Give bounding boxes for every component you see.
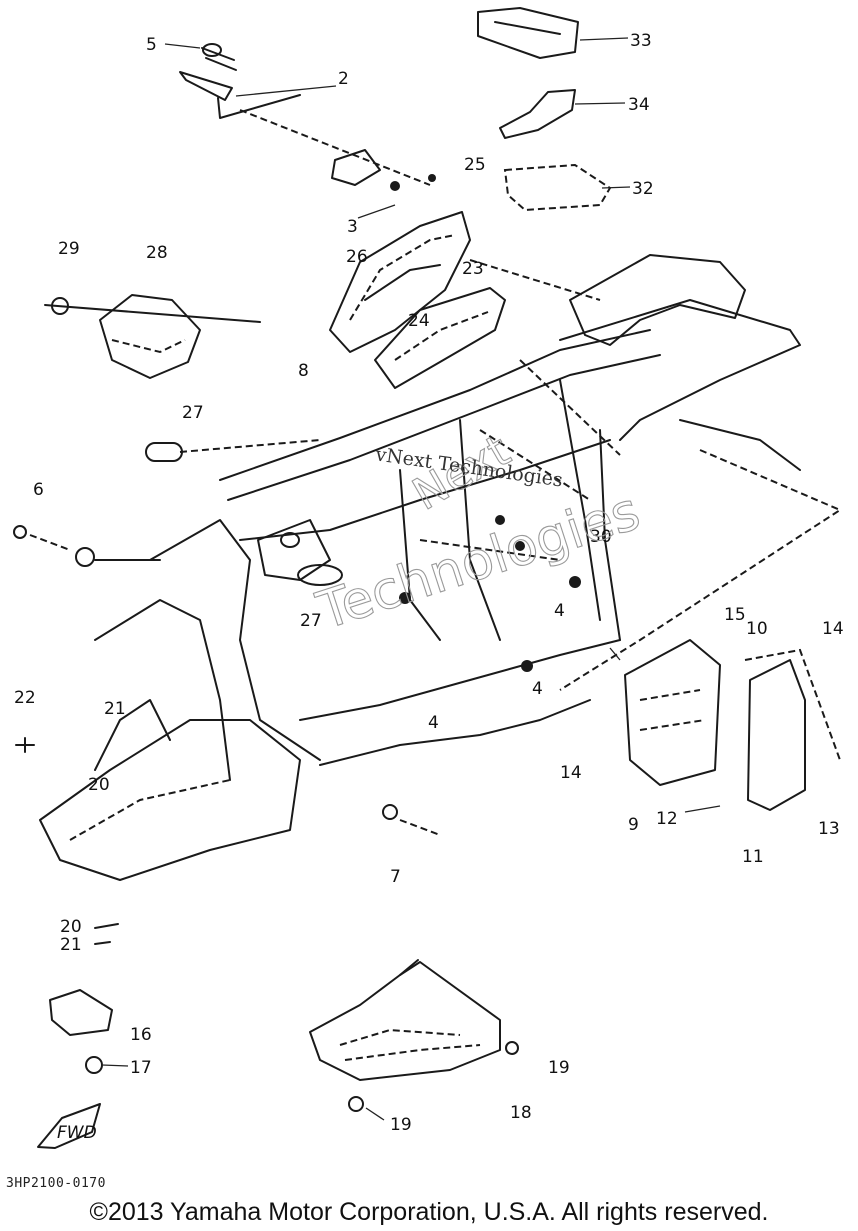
part-number-label: 28 — [146, 243, 168, 263]
part-number-label: 10 — [746, 619, 768, 639]
part-number-label: 8 — [298, 361, 309, 381]
part-number-label: 9 — [628, 815, 639, 835]
part-24-guard — [374, 287, 506, 389]
part-number-label: 17 — [130, 1058, 152, 1078]
part-number-label: 14 — [822, 619, 844, 639]
part-number-label: 19 — [390, 1115, 412, 1135]
fwd-arrow-icon: FWD — [37, 1103, 101, 1149]
part-34-bracket — [499, 89, 576, 139]
part-number-label: 2 — [338, 69, 349, 89]
part-27-collar — [145, 439, 321, 462]
part-number-label: 29 — [58, 239, 80, 259]
part-number-labels: 33 5 2 34 25 32 3 26 23 29 28 24 8 27 6 … — [14, 31, 844, 1135]
part-number-label: 26 — [346, 247, 368, 267]
part-number-label: 25 — [464, 155, 486, 175]
part-number-label: 20 — [60, 917, 82, 937]
drawing-code: 3HP2100-0170 — [6, 1176, 106, 1191]
part-19-bolts — [348, 1041, 519, 1121]
part-number-label: 32 — [632, 179, 654, 199]
part-28-mount — [44, 294, 261, 379]
part-number-label: 11 — [742, 847, 764, 867]
part-number-label: 12 — [656, 809, 678, 829]
watermark-line-2: Technologies — [310, 481, 647, 642]
copyright-notice: ©2013 Yamaha Motor Corporation, U.S.A. A… — [89, 1198, 769, 1226]
part-20-21-bolts — [94, 923, 119, 945]
part-18-skid-plate — [309, 959, 501, 1081]
part-22-bolt — [15, 737, 35, 753]
watermark: Next Technologies vNext Technologies — [309, 425, 647, 643]
part-number-label: 4 — [532, 679, 543, 699]
part-number-label: 7 — [390, 867, 401, 887]
part-number-label: 13 — [818, 819, 840, 839]
part-number-label: 20 — [88, 775, 110, 795]
part-number-label: 5 — [146, 35, 157, 55]
part-5-bolt — [201, 43, 237, 71]
part-number-label: 4 — [428, 713, 439, 733]
part-number-label: 33 — [630, 31, 652, 51]
part-16-17-bracket — [49, 989, 129, 1074]
fwd-label: FWD — [57, 1123, 97, 1143]
part-number-label: 27 — [300, 611, 322, 631]
part-number-label: 4 — [554, 601, 565, 621]
part-number-label: 34 — [628, 95, 650, 115]
part-number-label: 15 — [724, 605, 746, 625]
part-number-label: 27 — [182, 403, 204, 423]
part-2-stay — [179, 71, 431, 186]
part-number-label: 3 — [347, 217, 358, 237]
part-number-label: 22 — [14, 688, 36, 708]
part-number-label: 14 — [560, 763, 582, 783]
part-26-23-guard — [329, 211, 471, 353]
part-6-bolt — [13, 525, 161, 567]
part-3-clamp — [331, 149, 436, 191]
part-number-label: 30 — [590, 527, 612, 547]
main-frame — [39, 254, 843, 881]
part-7-nut — [382, 804, 441, 836]
part-33-pad — [477, 7, 579, 59]
part-number-label: 18 — [510, 1103, 532, 1123]
part-number-label: 24 — [408, 311, 430, 331]
part-number-label: 23 — [462, 259, 484, 279]
frame-exploded-diagram: FWD 33 5 2 34 25 32 3 26 23 29 28 24 8 2… — [13, 7, 844, 1149]
part-32-plate — [503, 163, 612, 212]
leader-lines — [164, 37, 721, 813]
part-number-label: 16 — [130, 1025, 152, 1045]
part-number-label: 6 — [33, 480, 44, 500]
part-number-label: 19 — [548, 1058, 570, 1078]
part-number-label: 21 — [104, 699, 126, 719]
part-number-label: 21 — [60, 935, 82, 955]
